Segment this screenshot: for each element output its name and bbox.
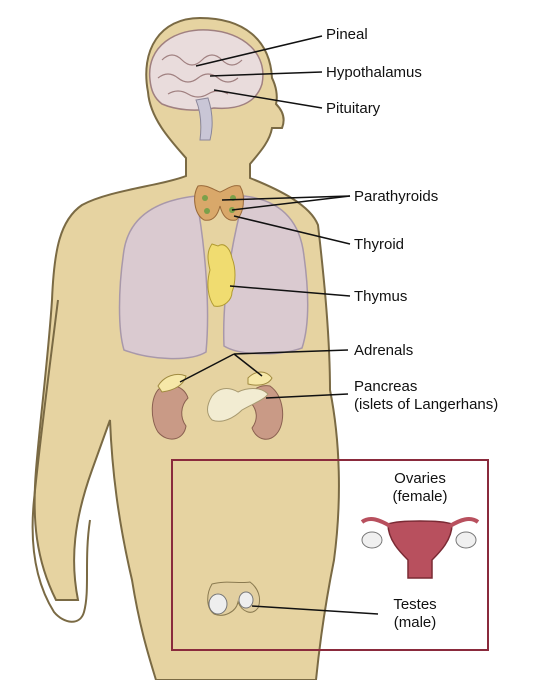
parathyroids-label: Parathyroids — [354, 188, 438, 206]
left-ovary — [362, 532, 382, 548]
pancreas-label-line1: Pancreas — [354, 378, 417, 396]
thyroid-label: Thyroid — [354, 236, 404, 254]
thymus-gland — [208, 244, 235, 306]
right-testis — [239, 592, 253, 608]
parathyroid-1 — [202, 195, 208, 201]
left-testis — [209, 594, 227, 614]
hypothalamus-label: Hypothalamus — [326, 64, 422, 82]
uterus — [388, 521, 452, 578]
pineal-label: Pineal — [326, 26, 368, 44]
testes-label-line1: Testes — [380, 596, 450, 614]
ovaries-label-line2: (female) — [380, 488, 460, 506]
ovaries-label-line1: Ovaries — [380, 470, 460, 488]
adrenals-label: Adrenals — [354, 342, 413, 360]
thymus-label: Thymus — [354, 288, 407, 306]
pituitary-label: Pituitary — [326, 100, 380, 118]
parathyroid-2 — [204, 208, 210, 214]
right-ovary — [456, 532, 476, 548]
pancreas-label-line2: (islets of Langerhans) — [354, 396, 498, 414]
testes-label-line2: (male) — [380, 614, 450, 632]
